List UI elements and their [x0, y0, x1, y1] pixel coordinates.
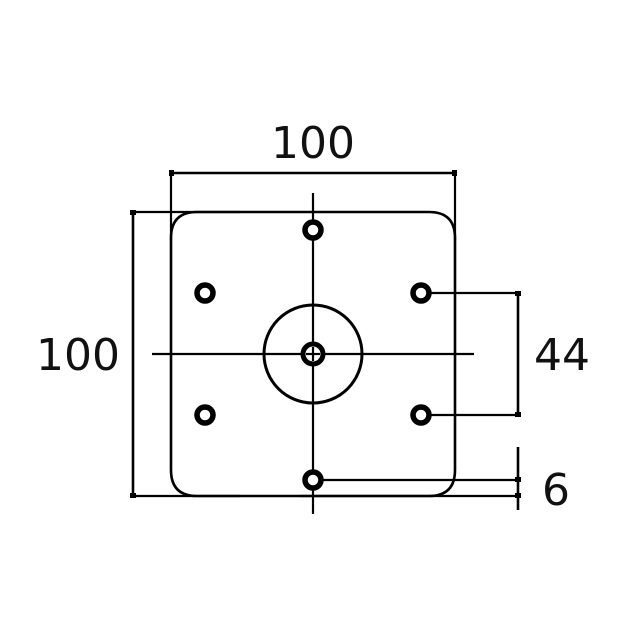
arrow-tick [515, 493, 521, 498]
mounting-hole-bottom [302, 469, 324, 491]
mounting-hole-top [302, 219, 324, 241]
mounting-hole-upper-right [410, 282, 432, 304]
hole-spacing-label: 44 [534, 330, 590, 381]
width-dimension-label: 100 [271, 118, 355, 169]
center-ring [262, 303, 364, 405]
edge-offset-dimension: 6 [300, 447, 570, 516]
arrow-tick [130, 493, 136, 498]
mounting-hole-upper-left [194, 282, 216, 304]
mounting-hole-lower-left [194, 404, 216, 426]
edge-offset-label: 6 [542, 465, 570, 516]
arrow-tick [515, 291, 521, 296]
arrow-tick [515, 477, 521, 482]
mounting-hole-lower-right [410, 404, 432, 426]
arrow-tick [452, 170, 457, 176]
height-dimension-label: 100 [36, 330, 120, 381]
height-dimension: 100 [36, 210, 240, 498]
arrow-tick [130, 210, 136, 215]
arrow-tick [515, 412, 521, 417]
width-dimension: 100 [169, 118, 457, 240]
arrow-tick [169, 170, 174, 176]
hole-spacing-dimension: 44 [429, 291, 590, 417]
